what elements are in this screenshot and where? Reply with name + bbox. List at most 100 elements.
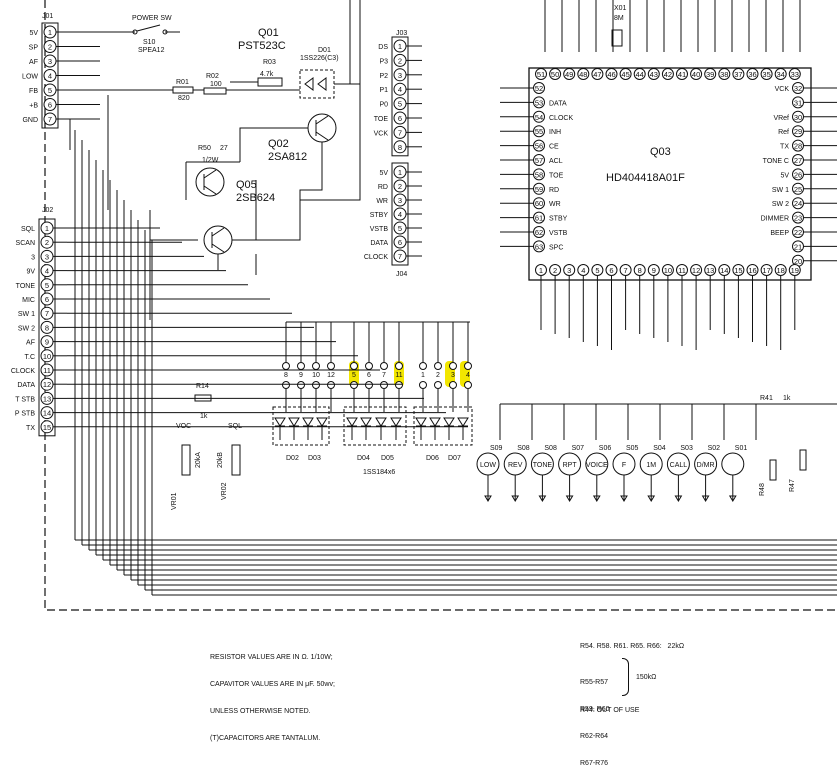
note-line: R55-R57: [580, 679, 609, 686]
diode-symbol: [390, 417, 402, 427]
connector-pin-label: CLOCK: [11, 368, 35, 375]
diode-symbol: [346, 417, 358, 427]
matrix-contact: [297, 362, 305, 370]
ic-pin: [676, 264, 688, 276]
connector-pin-label: STBY: [370, 212, 389, 219]
j04-label: J04: [396, 271, 407, 278]
connector-body: [38, 218, 56, 437]
connector-pin-label: 9V: [26, 269, 35, 276]
diode-box-2: [343, 406, 407, 446]
ic-pin-number: 40: [692, 70, 700, 79]
switch-id: S01: [735, 445, 748, 452]
ic-pin-label: TOE: [549, 172, 564, 179]
matrix-contact: [380, 381, 388, 389]
ic-pin-number: 9: [652, 266, 656, 275]
connector-pin-number: 3: [45, 252, 49, 261]
q02-label: Q02: [268, 138, 289, 150]
switch-label: TONE: [533, 462, 553, 469]
q01-label: Q01: [258, 27, 279, 39]
switch-id: S06: [599, 445, 612, 452]
ic-pin-number: 41: [678, 70, 686, 79]
r47-label: R47: [789, 479, 796, 492]
ic-pin: [718, 264, 731, 276]
ic-pin-label: VCK: [775, 86, 790, 93]
r48-label: R48: [759, 483, 766, 496]
ic-pin-label: CE: [549, 144, 559, 151]
vr02-val: 20kB: [217, 452, 224, 468]
ic-pin-number: 13: [706, 266, 714, 275]
connector-pin-number: 2: [45, 238, 49, 247]
ic-pin-number: 35: [762, 70, 770, 79]
connector-pin-number: 4: [45, 267, 49, 276]
connector-pin-number: 14: [43, 409, 51, 418]
matrix-contact: [434, 381, 442, 389]
ic-pin-number: 1: [539, 266, 543, 275]
r03-label: R03: [263, 59, 276, 66]
connector-pin-label: P STB: [15, 411, 35, 418]
ic-pin: [591, 264, 604, 276]
ic-pin: [661, 264, 674, 276]
ic-pin-number: 36: [748, 70, 756, 79]
ic-pin-label: STBY: [549, 216, 568, 223]
matrix-contact: [449, 381, 457, 389]
ic-pin-number: 24: [794, 199, 802, 208]
ic-pin-number: 22: [794, 228, 802, 237]
ic-pin: [676, 68, 688, 80]
connector-pin-number: 1: [398, 168, 402, 177]
connector-pin-number: 5: [48, 86, 52, 95]
r02-val: 100: [210, 81, 222, 88]
ic-pin-number: 6: [609, 266, 613, 275]
matrix-contact: [395, 381, 403, 389]
j02-label: J02: [42, 207, 53, 214]
matrix-contact: [327, 381, 335, 389]
x01-label: X01: [614, 5, 627, 12]
ic-pin: [563, 68, 576, 80]
ic-pin-number: 52: [535, 84, 543, 93]
ic-pin-label: SW 2: [772, 201, 789, 208]
connector-pin-number: 8: [45, 323, 49, 332]
switch-id: S08: [517, 445, 530, 452]
ic-pin: [535, 264, 547, 276]
ic-top-wires: [544, 0, 801, 52]
d01-label: D01: [318, 47, 331, 54]
ic-pin-label: DATA: [549, 100, 567, 107]
ic-pin-number: 17: [762, 266, 770, 275]
ic-pin-label: WR: [549, 201, 561, 208]
note-150k: 150kΩ: [636, 674, 657, 681]
connector-pin-number: 7: [398, 252, 402, 261]
connector-pin-label: RD: [378, 184, 388, 191]
connector-pin-number: 3: [398, 196, 402, 205]
r14-label: R14: [196, 383, 209, 390]
connector-pin-label: +B: [29, 103, 38, 110]
connector-pin-label: T.C: [25, 354, 36, 361]
q02-part: 2SA812: [268, 151, 307, 163]
matrix-contact: [449, 362, 457, 370]
q05-label: Q05: [236, 179, 257, 191]
ic-pin-label: ACL: [549, 158, 563, 165]
note-line: RESISTOR VALUES ARE IN Ω. 1/10W;: [210, 654, 333, 661]
ic-pin-number: 19: [791, 266, 799, 275]
connector-pin-number: 4: [398, 85, 402, 94]
vr01-label: VR01: [171, 492, 178, 510]
matrix-contact: [282, 381, 290, 389]
ic-pin-number: 57: [535, 156, 543, 165]
ic-pin-number: 18: [777, 266, 785, 275]
ic-pin: [605, 68, 618, 80]
ic-pin-number: 15: [734, 266, 742, 275]
switch-label: RPT: [563, 462, 578, 469]
ic-pin: [647, 264, 660, 276]
connector-pin-number: 1: [398, 42, 402, 51]
matrix-contact: [327, 362, 335, 370]
ic-pin-number: 23: [794, 214, 802, 223]
r02-label: R02: [206, 73, 219, 80]
note-line: R67-R76: [580, 760, 609, 767]
ic-pin-number: 50: [551, 70, 559, 79]
ic-pin-label: TX: [780, 144, 789, 151]
connector-pin-label: P1: [379, 87, 388, 94]
connector-pin-label: VCK: [374, 130, 389, 137]
connector-pin-label: WR: [376, 198, 388, 205]
ic-pin: [661, 68, 674, 80]
ic-pin: [533, 226, 545, 238]
